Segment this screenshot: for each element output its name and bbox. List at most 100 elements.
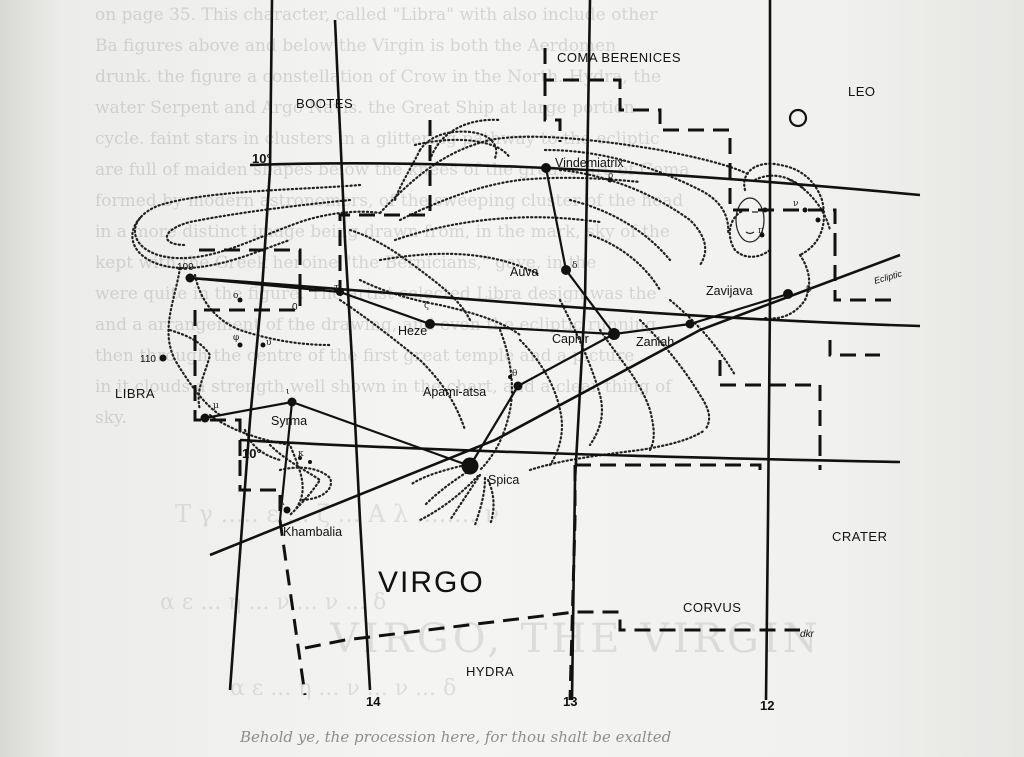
label-auva: Auva [510, 265, 539, 279]
coordinate-grid [189, 0, 921, 701]
star-theta [508, 375, 512, 379]
star-vindemiatrix [541, 163, 551, 173]
label-leo: LEO [848, 84, 876, 99]
ra-label-14: 14 [366, 694, 381, 709]
svg-text:θ: θ [512, 369, 517, 379]
bleed-through-line: formed by modern astronomers, of the swe… [95, 191, 684, 211]
svg-text:κ: κ [298, 449, 304, 459]
bleed-through-line: were quite in the figure. The artist sel… [95, 284, 657, 304]
flamsteed-109: 109 [177, 262, 194, 273]
leo-star-ring [788, 108, 808, 128]
label-libra: LIBRA [115, 386, 155, 401]
bleed-through-line: in a more distinct image being drawn fro… [95, 222, 670, 242]
bleed-through-line: then through the centre of the first gre… [95, 346, 635, 366]
map-title-virgo: VIRGO [378, 566, 485, 599]
bleed-through-caption: Behold ye, the procession here, for thou… [240, 728, 672, 746]
virgin-figure [131, 118, 832, 527]
artist-signature: dkr [800, 629, 815, 640]
svg-text:λ: λ [279, 498, 285, 508]
ra-label-13: 13 [563, 694, 577, 709]
bleed-through-line: are full of maiden shapes below the knee… [95, 160, 690, 180]
bleed-through-line: drunk. the figure a constellation of Cro… [95, 67, 662, 87]
asterism-lines [189, 167, 789, 521]
label-coma-berenices: COMA BERENICES [557, 50, 681, 65]
ecliptic-label: Ecliptic [873, 268, 904, 286]
star-rho [607, 177, 613, 183]
bleed-through-line: sky. [95, 408, 127, 428]
star-tau [336, 288, 344, 296]
ecliptic-line [209, 253, 901, 557]
stars [159, 163, 821, 514]
star-auva [561, 265, 571, 275]
label-khambalia: Khambalia [283, 525, 342, 539]
label-hydra: HYDRA [466, 664, 514, 679]
star-zavijava [783, 289, 793, 299]
virgin-face [735, 197, 765, 243]
star-pi [759, 232, 765, 238]
label-corvus: CORVUS [683, 600, 741, 615]
ra-label-12: 12 [760, 698, 774, 713]
svg-text:υ: υ [266, 338, 272, 348]
label-zaniah: Zaniah [636, 335, 674, 349]
dec-plus10-parallel [249, 162, 921, 197]
bleed-through-greek-3: α ε ... η ... ν ... ν ... δ [230, 676, 457, 701]
star-omega [815, 217, 821, 223]
star-xi [802, 207, 808, 213]
bleed-through-line: Ba figures above and below the Virgin is… [95, 36, 617, 56]
label-bootes: BOOTES [296, 96, 353, 111]
dec-label-minus10: 10° [242, 446, 262, 461]
label-vindemiatrix: Vindemiatrix [555, 156, 624, 170]
svg-text:τ: τ [334, 283, 339, 293]
svg-text:o: o [233, 291, 238, 301]
star-apami-atsa [513, 381, 523, 391]
constellation-labels: COMA BERENICES BOOTES LEO LIBRA CRATER C… [115, 50, 887, 679]
bleed-through-line: water Serpent and Argo Navis. the Great … [95, 98, 635, 118]
label-zavijava: Zavijava [706, 284, 753, 298]
svg-text:ζ: ζ [424, 301, 429, 311]
star-libra-edge [200, 413, 210, 423]
star-caphir [608, 328, 620, 340]
greek-letter-marks: δ ρ τ o φ υ ζ θ β ι κ λ μ π ν [213, 171, 811, 508]
star-syrma [287, 397, 297, 407]
label-heze: Heze [398, 324, 427, 338]
svg-text:μ: μ [213, 401, 219, 411]
label-crater: CRATER [832, 529, 887, 544]
svg-text:ρ: ρ [608, 171, 613, 181]
svg-text:ν: ν [793, 199, 798, 209]
svg-text:φ: φ [233, 333, 239, 343]
ra-12-meridian [764, 0, 772, 701]
dec-label-plus10: 10° [252, 151, 272, 166]
star-heze [425, 319, 435, 329]
dec-label-0: 0 [292, 302, 298, 313]
dec-minus10-parallel [239, 438, 901, 464]
bleed-through-line: on page 35. This character, called "Libr… [95, 5, 658, 25]
star-lambda [308, 460, 312, 464]
ra-13-meridian [570, 0, 592, 701]
flamsteed-110: 110 [140, 354, 156, 365]
svg-text:ι: ι [286, 387, 290, 397]
bleed-through-line: cycle. faint stars in clusters in a glit… [95, 129, 660, 149]
star-phi [237, 342, 243, 348]
star-labels: Vindemiatrix Auva Heze Caphir Zaniah Zav… [271, 156, 753, 539]
label-caphir: Caphir [552, 332, 589, 346]
constellation-boundaries [190, 48, 900, 701]
star-110 [159, 354, 167, 362]
bleed-through-greek-2: α ε ... η ... ν ... ν ... δ [160, 590, 387, 615]
label-spica: Spica [488, 473, 519, 487]
label-syrma: Syrma [271, 414, 307, 428]
star-nu [762, 207, 768, 213]
star-zaniah [685, 319, 695, 329]
star-kappa [298, 456, 302, 460]
svg-text:β: β [806, 285, 811, 295]
star-omicron [237, 297, 243, 303]
label-apami-atsa: Apami-atsa [423, 385, 486, 399]
star-109 [185, 273, 195, 283]
svg-text:π: π [758, 226, 764, 236]
dec-0-parallel [189, 276, 921, 328]
star-upsilon [260, 342, 266, 348]
svg-text:δ: δ [572, 261, 577, 271]
star-spica [461, 457, 479, 475]
star-khambalia [283, 506, 291, 514]
ra-14-meridian [333, 19, 372, 691]
